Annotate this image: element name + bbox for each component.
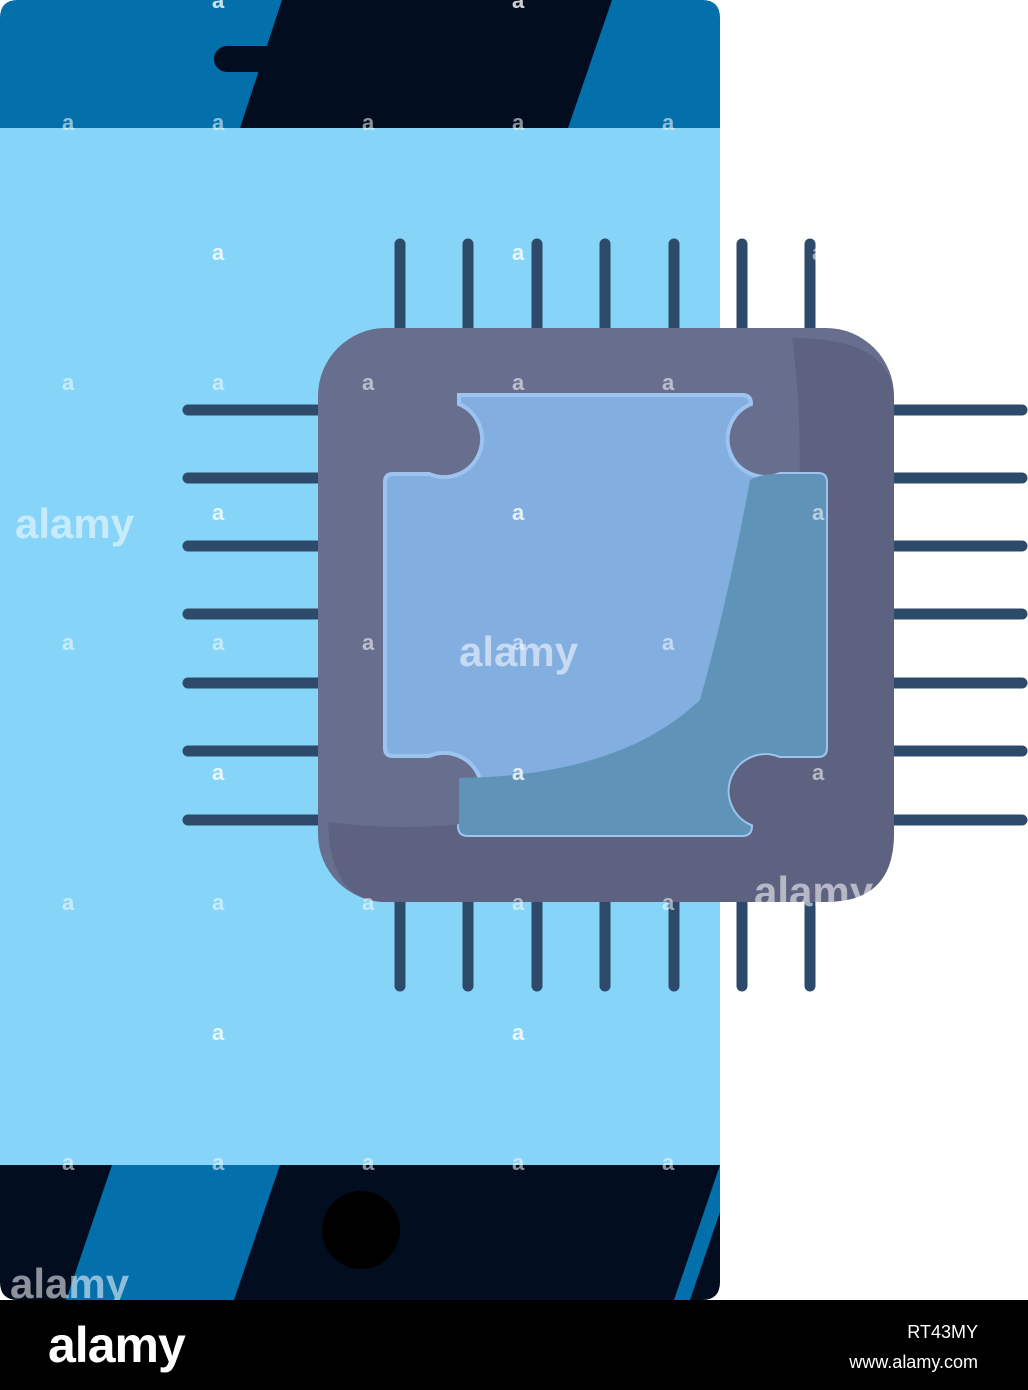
watermark-mark: a bbox=[212, 760, 225, 785]
footer-url: www.alamy.com bbox=[849, 1352, 978, 1372]
watermark-mark: a bbox=[812, 500, 825, 525]
watermark-mark-grid: a a a a a a a a a a a a a a a a a a a a a a a a a a a a a a a a a a a a a a a a… bbox=[62, 0, 825, 1175]
chip-die bbox=[383, 393, 828, 837]
watermark-mark: a bbox=[512, 1150, 525, 1175]
watermark-mark: a bbox=[512, 500, 525, 525]
watermark-mark: a bbox=[212, 1150, 225, 1175]
watermark-mark: a bbox=[212, 370, 225, 395]
watermark-mark: a bbox=[512, 240, 525, 265]
watermark-mark: a bbox=[212, 890, 225, 915]
watermark-mark: a bbox=[512, 760, 525, 785]
watermark-word: alamy bbox=[754, 868, 874, 915]
watermark-mark: a bbox=[512, 370, 525, 395]
phone-bottom-bezel bbox=[0, 1165, 720, 1300]
watermark-mark: a bbox=[662, 630, 675, 655]
watermark-mark: a bbox=[62, 1150, 75, 1175]
watermark-mark: a bbox=[62, 110, 75, 135]
watermark-mark: a bbox=[212, 760, 225, 785]
watermark-mark: a bbox=[212, 110, 225, 135]
watermark-mark: a bbox=[812, 760, 825, 785]
watermark-mark: a bbox=[812, 1020, 825, 1045]
watermark-mark: a bbox=[512, 760, 525, 785]
watermark-mark: a bbox=[62, 890, 75, 915]
watermark-mark: a bbox=[512, 1020, 525, 1045]
watermark-word: alamy bbox=[15, 500, 135, 547]
phone-home-button bbox=[322, 1191, 400, 1269]
watermark-mark: a bbox=[662, 370, 675, 395]
image-id: RT43MY bbox=[907, 1322, 978, 1342]
watermark-word: alamy bbox=[459, 628, 579, 675]
watermark-mark: a bbox=[362, 630, 375, 655]
watermark-mark: a bbox=[212, 240, 225, 265]
watermark-mark: a bbox=[812, 240, 825, 265]
chip-pins-right bbox=[884, 404, 1028, 826]
chip-pins-left bbox=[182, 404, 328, 826]
watermark-mark: a bbox=[212, 630, 225, 655]
watermark-mark: a bbox=[512, 500, 525, 525]
watermark-mark: a bbox=[662, 110, 675, 135]
watermark-mark: a bbox=[512, 630, 525, 655]
watermark-mark: a bbox=[212, 0, 225, 13]
watermark-mark: a bbox=[512, 890, 525, 915]
watermark-mark: a bbox=[212, 1020, 225, 1045]
watermark-mark: a bbox=[212, 1020, 225, 1045]
watermark-mark: a bbox=[512, 240, 525, 265]
watermark-mark: a bbox=[362, 370, 375, 395]
watermark-mark: a bbox=[212, 500, 225, 525]
chip-pins-top bbox=[394, 238, 816, 336]
watermark-mark: a bbox=[362, 1150, 375, 1175]
watermark-mark: a bbox=[512, 1020, 525, 1045]
watermark-overlay: alamy alamy alamy alamy bbox=[10, 500, 874, 1300]
stock-footer-bar: alamy RT43MY www.alamy.com bbox=[0, 1300, 1028, 1390]
watermark-mark: a bbox=[212, 0, 225, 13]
watermark-mark: a bbox=[512, 0, 525, 13]
processor-chip-icon bbox=[182, 238, 1028, 992]
watermark-mark: a bbox=[362, 890, 375, 915]
watermark-mark: a bbox=[512, 110, 525, 135]
watermark-mark: a bbox=[212, 240, 225, 265]
watermark-mark: a bbox=[362, 110, 375, 135]
phone-speaker-slot bbox=[214, 46, 508, 72]
watermark-mark: a bbox=[212, 500, 225, 525]
alamy-logo: alamy bbox=[48, 1317, 186, 1373]
chip-pins-bottom bbox=[394, 894, 816, 992]
watermark-mark: a bbox=[812, 0, 825, 13]
watermark-mark: a bbox=[662, 890, 675, 915]
watermark-mark: a bbox=[662, 1150, 675, 1175]
watermark-mark: a bbox=[62, 370, 75, 395]
watermark-mark: a bbox=[62, 630, 75, 655]
watermark-word: alamy bbox=[10, 1260, 130, 1300]
watermark-mark: a bbox=[512, 0, 525, 13]
